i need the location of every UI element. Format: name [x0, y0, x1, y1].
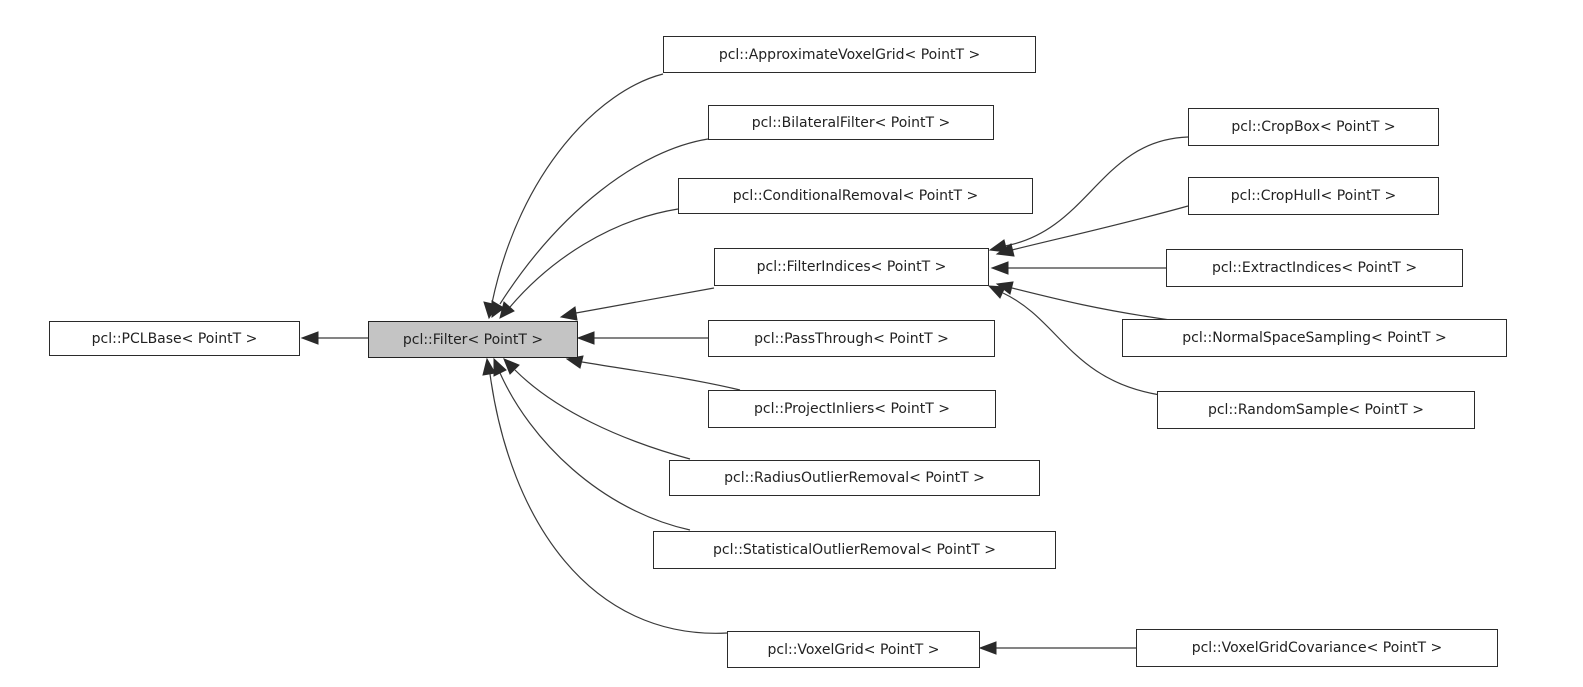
edge-voxelgrid-filter — [489, 373, 728, 634]
node-statistical-outlier-removal[interactable]: pcl::StatisticalOutlierRemoval< PointT > — [653, 531, 1056, 569]
edge-cropbox-filterindices — [1004, 136, 1189, 247]
edge-arrowhead — [503, 358, 520, 375]
edge-arrowhead — [978, 641, 997, 655]
edge-arrowhead — [990, 261, 1009, 275]
node-voxel-grid-covariance[interactable]: pcl::VoxelGridCovariance< PointT > — [1136, 629, 1498, 667]
edge-arrowhead — [559, 306, 578, 321]
node-project-inliers[interactable]: pcl::ProjectInliers< PointT > — [708, 390, 996, 428]
edge-statisticaloutlierremoval-filter — [499, 372, 691, 531]
node-radius-outlier-removal[interactable]: pcl::RadiusOutlierRemoval< PointT > — [669, 460, 1040, 496]
node-bilateral-filter[interactable]: pcl::BilateralFilter< PointT > — [708, 105, 994, 140]
edge-randomsample-filterindices — [1002, 292, 1161, 396]
edge-projectinliers-filter — [581, 361, 741, 391]
edge-arrowhead — [987, 285, 1006, 299]
node-filter[interactable]: pcl::Filter< PointT > — [368, 321, 578, 358]
edge-filterindices-filter — [575, 287, 715, 314]
node-approximate-voxel-grid[interactable]: pcl::ApproximateVoxelGrid< PointT > — [663, 36, 1036, 73]
node-voxel-grid[interactable]: pcl::VoxelGrid< PointT > — [727, 631, 980, 668]
edge-crophull-filterindices — [1011, 205, 1189, 251]
edge-arrowhead — [493, 357, 507, 377]
edge-bilateralfilter-filter — [499, 138, 709, 305]
edge-radiusoutlierremoval-filter — [514, 369, 691, 460]
edge-approximatevoxelgrid-filter — [491, 73, 664, 304]
edge-arrowhead — [576, 331, 595, 345]
edge-arrowhead — [499, 301, 515, 319]
node-crop-hull[interactable]: pcl::CropHull< PointT > — [1188, 177, 1439, 215]
node-random-sample[interactable]: pcl::RandomSample< PointT > — [1157, 391, 1475, 429]
edge-arrowhead — [300, 331, 319, 345]
edge-normalspacesampling-filterindices — [1011, 287, 1171, 321]
edge-arrowhead — [491, 300, 505, 318]
edge-arrowhead — [482, 357, 496, 376]
node-normal-space-sampling[interactable]: pcl::NormalSpaceSampling< PointT > — [1122, 319, 1507, 357]
edge-arrowhead — [995, 243, 1015, 257]
edge-conditionalremoval-filter — [509, 208, 679, 308]
edge-arrowhead — [988, 239, 1008, 253]
node-filter-indices[interactable]: pcl::FilterIndices< PointT > — [714, 248, 989, 286]
node-crop-box[interactable]: pcl::CropBox< PointT > — [1188, 108, 1439, 146]
node-conditional-removal[interactable]: pcl::ConditionalRemoval< PointT > — [678, 178, 1033, 214]
node-pass-through[interactable]: pcl::PassThrough< PointT > — [708, 320, 995, 357]
node-extract-indices[interactable]: pcl::ExtractIndices< PointT > — [1166, 249, 1463, 287]
node-pclbase[interactable]: pcl::PCLBase< PointT > — [49, 321, 300, 356]
